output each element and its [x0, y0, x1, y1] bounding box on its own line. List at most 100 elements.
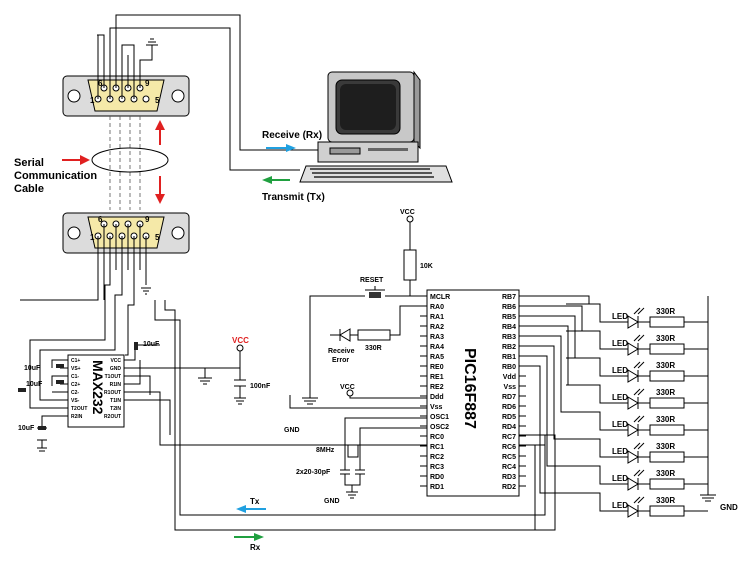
led-gnd-rail — [700, 296, 716, 502]
pic-pin-left: MCLR — [430, 294, 450, 301]
led-symbol — [627, 342, 639, 356]
max232-name: MAX232 — [90, 360, 106, 415]
led-resistor-label: 330R — [656, 496, 675, 505]
led-resistor-label: 330R — [656, 307, 675, 316]
rx-label: Rx — [250, 543, 261, 552]
led-symbol — [627, 450, 639, 464]
pic-pin-left: RA1 — [430, 314, 444, 321]
db9-bottom-pin5: 5 — [155, 233, 160, 242]
computer-icon — [299, 70, 453, 183]
led-row: LED 330R — [526, 325, 708, 410]
led-label: LED — [612, 393, 628, 402]
pic-pin-left: RE2 — [430, 384, 444, 391]
pic-pin-right: RD5 — [502, 414, 516, 421]
led-symbol — [627, 396, 639, 410]
cap-label-top: 10uF — [143, 341, 160, 348]
led-resistor — [649, 397, 685, 409]
pic-pins-left: MCLRRA0RA1RA2RA3RA4RA5RE0RE1RE2DddVssOSC… — [420, 294, 450, 491]
db9-bottom-pin9: 9 — [145, 215, 150, 224]
pic-pin-left: RD1 — [430, 484, 444, 491]
db9-connector-bottom: 6 9 1 5 — [62, 212, 190, 254]
cap-label-1: 10uF — [24, 365, 41, 372]
db9-top-wires — [97, 14, 320, 171]
led-resistor — [649, 370, 685, 382]
pic-pin-right: RD7 — [502, 394, 516, 401]
pic-pin-right: RB4 — [502, 324, 516, 331]
pic-pin-right: RB1 — [502, 354, 516, 361]
pic-pin-right: RB7 — [502, 294, 516, 301]
db9-bottom-pin6: 6 — [98, 215, 103, 224]
crystal-freq-label: 8MHz — [316, 447, 335, 454]
pic-pin-left: RA4 — [430, 344, 444, 351]
led-resistor — [649, 478, 685, 490]
pic-pin-left: RE1 — [430, 374, 444, 381]
max232-pin-right: VCC — [110, 358, 121, 364]
db9-top-pin9: 9 — [145, 79, 150, 88]
max232-pin-left: T2OUT — [71, 406, 87, 412]
receive-label: Receive (Rx) — [262, 130, 322, 141]
transmit-label: Transmit (Tx) — [262, 192, 325, 203]
led-resistor-label: 330R — [656, 361, 675, 370]
pic-pin-right: RC6 — [502, 444, 516, 451]
max232-pin-left: VS+ — [71, 366, 81, 372]
led-bank: LED330RLED330RLED330RLED330RLED330RLED33… — [526, 295, 708, 518]
max232-pin-right: R1OUT — [104, 390, 121, 396]
cable-label-3: Cable — [14, 183, 44, 195]
led-label: LED — [612, 420, 628, 429]
pic-pin-left: RE0 — [430, 364, 444, 371]
led-resistor-label: 330R — [656, 415, 675, 424]
pic-pin-left: RA5 — [430, 354, 444, 361]
pic-pin-left: RA2 — [430, 324, 444, 331]
max232-chip: MAX232 — [67, 354, 125, 428]
pic-pin-left: RA3 — [430, 334, 444, 341]
error-led-circuit — [330, 305, 427, 342]
led-resistor — [649, 343, 685, 355]
pic-pin-right: RD4 — [502, 424, 516, 431]
led-symbol — [627, 477, 639, 491]
pic-pin-left: OSC1 — [430, 414, 449, 421]
max232-pin-right: GND — [110, 366, 122, 372]
pic-pin-right: RD6 — [502, 404, 516, 411]
max232-pin-right: T1OUT — [105, 374, 121, 380]
pic-pin-left: OSC2 — [430, 424, 449, 431]
max232-pin-right: R1IN — [110, 382, 122, 388]
crystal-circuit — [340, 417, 427, 499]
tx-label: Tx — [250, 497, 260, 506]
rx-arrow — [234, 533, 264, 541]
max232-pin-right: T2IN — [110, 406, 121, 412]
pic-pin-left: Ddd — [430, 394, 444, 401]
crystal-caps-label: 2x20-30pF — [296, 469, 331, 476]
pic-pin-left: RC0 — [430, 434, 444, 441]
led-symbol — [627, 504, 639, 518]
reset-label: RESET — [360, 277, 384, 284]
error-resistor-label: 330R — [365, 345, 382, 352]
led-row: LED 330R — [526, 335, 708, 437]
cable-label-1: Serial — [14, 157, 44, 169]
gnd-left-label: GND — [284, 427, 300, 434]
pic-pin-left: RC1 — [430, 444, 444, 451]
pic-pin-right: RB2 — [502, 344, 516, 351]
cap-label-2: 10uF — [26, 381, 43, 388]
gnd-right-label: GND — [720, 503, 738, 512]
max232-pin-left: C1+ — [71, 358, 80, 364]
uart-wiring — [519, 434, 546, 530]
led-resistor — [649, 505, 685, 517]
pic-pin-right: RB6 — [502, 304, 516, 311]
led-resistor-label: 330R — [656, 334, 675, 343]
vcc-ddd-label: VCC — [340, 384, 355, 391]
max232-pin-left: C1- — [71, 374, 79, 380]
vcc-reset-node — [406, 215, 414, 223]
pic-pin-left: RC2 — [430, 454, 444, 461]
max232-pin-left: VS- — [71, 398, 80, 404]
crystal-gnd-label: GND — [324, 498, 340, 505]
pic-pin-right: Vss — [504, 384, 517, 391]
db9-top-pin6: 6 — [98, 79, 103, 88]
pic-pin-right: Vdd — [503, 374, 516, 381]
cap-label-3: 10uF — [18, 425, 35, 432]
pic-pin-right: RC5 — [502, 454, 516, 461]
